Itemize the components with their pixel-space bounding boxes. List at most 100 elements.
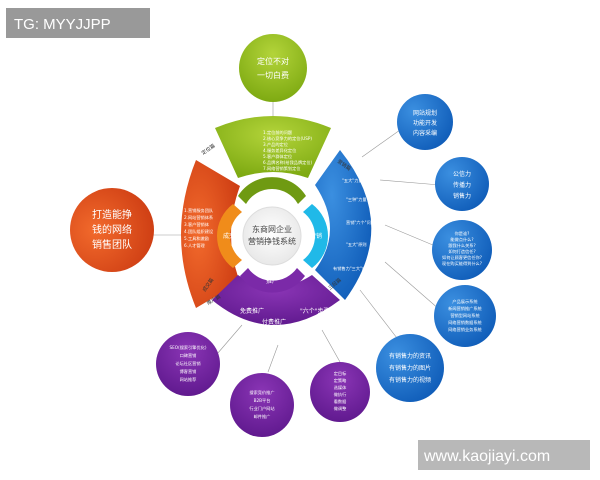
purple-bubble-3-line-5: 看数据	[334, 398, 347, 405]
ring-label-left: 成交	[223, 232, 235, 240]
center-line-1: 东商网企业	[252, 224, 292, 234]
blue-bubble-3-line-6: 现在购买能得到什么?	[442, 260, 482, 267]
blue-bubble-3-line-5: 如何让顾客更信任你?	[442, 254, 482, 261]
blue-wedge	[315, 150, 372, 300]
purple-bubble-1-line-4: 博客营销	[180, 368, 197, 375]
green-bubble	[239, 34, 307, 102]
green-bubble-line-1: 定位不对	[257, 56, 289, 66]
purple-bubble-1-line-1: SEO(搜索引擎优化)	[170, 344, 207, 351]
watermark-background	[6, 8, 150, 38]
blue-segment-3: 营销"六个"问题	[346, 219, 376, 226]
orange-section: 1.营销服务团队 2.网站营销体系 3.客户营销体 4.团队组织建设 5.工具和…	[70, 160, 240, 308]
watermark-tag: TG: MYYJJPP	[6, 8, 150, 38]
green-item-5: 5.客户群体定位	[263, 153, 292, 160]
orange-item-6: 6.人才管理	[184, 242, 206, 249]
green-item-4: 4.服务差异化定位	[263, 147, 296, 154]
blue-bubble-4-line-4: 网络营销数据系统	[448, 319, 482, 326]
blue-bubble-4-line-5: 网络营销业务系统	[448, 326, 482, 333]
blue-segment-5: 有销售力"三大"内容	[333, 265, 370, 272]
blue-bubble-5-line-1: 有销售力的资讯	[389, 352, 431, 360]
purple-segment-3: "六个"步骤	[300, 307, 330, 315]
green-item-2: 2.核心竞争力的定位(USP)	[263, 135, 312, 142]
blue-bubble-2-line-3: 销售力	[453, 192, 471, 200]
green-side-label: 定位篇	[200, 142, 216, 156]
blue-bubble-1-line-3: 内容采编	[413, 129, 437, 137]
purple-bubble-1-line-5: 网站推荐	[180, 376, 197, 383]
green-wedge	[215, 116, 331, 178]
blue-bubble-1	[397, 94, 453, 150]
purple-section: 免费推广 付费推广 "六个"步骤 推广篇 SEO(搜索引擎优化) 口碑营销 论坛…	[156, 275, 370, 437]
blue-bubble-5-line-2: 有销售力的图片	[389, 364, 431, 372]
green-item-6: 6.品牌名称(给我品牌定位)	[263, 159, 313, 166]
purple-bubble-3	[310, 362, 370, 422]
orange-item-2: 2.网站营销体系	[184, 214, 213, 221]
center-hub: 东商网企业 营销挣钱系统	[242, 206, 302, 266]
blue-segment-1: "五大"力量	[342, 177, 363, 184]
orange-bubble-line-2: 钱的网络	[92, 223, 132, 236]
orange-bubble-line-3: 销售团队	[92, 238, 132, 251]
blue-bubble-3-line-2: 能做点什么?	[450, 236, 473, 243]
url-tag: www.kaojiayi.com	[418, 440, 590, 470]
blue-bubble-5	[376, 334, 444, 402]
purple-bubble-3-line-3: 选媒体	[334, 384, 347, 391]
blue-bubble-5-line-3: 有销售力的视频	[389, 376, 431, 384]
purple-wedge	[212, 275, 340, 325]
blue-bubble-4-line-3: 营销型网站系统	[450, 312, 479, 319]
ring-label-bottom: 推广	[266, 277, 278, 285]
ring-arrow-right	[303, 204, 328, 268]
purple-bubble-3-line-4: 做执行	[334, 391, 347, 398]
blue-section: "五大"力量 "三种"力量 营销"六个"问题 "五大"原则 有销售力"三大"内容…	[315, 94, 496, 402]
orange-item-4: 4.团队组织建设	[184, 228, 214, 235]
purple-bubble-2-line-4: 邮件推广	[254, 413, 271, 420]
green-item-7: 7.网络营销策划定位	[263, 165, 301, 172]
purple-bubble-2-line-3: 行业门户网站	[249, 405, 274, 412]
ring-arrow-left	[217, 204, 242, 268]
arrow-ring: 定位 营销 推广 成交	[217, 177, 328, 293]
green-item-1: 1.定位前的问题	[263, 129, 293, 136]
purple-bubble-3-line-1: 定目标	[334, 370, 347, 377]
green-item-3: 3.产品的定位	[263, 141, 288, 148]
blue-bubble-2-line-2: 传播力	[453, 181, 471, 189]
blue-bubble-4-line-1: 产品展示系统	[452, 298, 477, 305]
orange-item-1: 1.营销服务团队	[184, 207, 214, 214]
green-section: 1.定位前的问题 2.核心竞争力的定位(USP) 3.产品的定位 4.服务差异化…	[200, 34, 331, 178]
url-background	[418, 440, 590, 470]
blue-bubble-4-line-2: 新闻营销推广系统	[448, 305, 482, 312]
blue-bubble-4	[434, 285, 496, 347]
purple-bubble-2	[230, 373, 294, 437]
blue-bubble-2-line-1: 公信力	[453, 170, 471, 178]
purple-bubble-2-line-2: B2B平台	[254, 397, 271, 404]
blue-bubble-1-line-2: 功能开发	[413, 119, 437, 127]
purple-segment-2: 付费推广	[262, 318, 286, 326]
purple-bubble-2-line-1: 搜索竞价推广	[249, 389, 274, 396]
watermark-text: TG: MYYJJPP	[14, 16, 111, 33]
center-circle	[242, 206, 302, 266]
ring-label-top: 定位	[266, 191, 278, 199]
blue-bubble-2	[435, 157, 489, 211]
purple-bubble-1	[156, 332, 220, 396]
orange-wedge	[181, 160, 240, 308]
orange-item-5: 5.工具和激励	[184, 235, 209, 242]
url-text: www.kaojiayi.com	[423, 448, 550, 465]
blue-bubble-3-line-1: 你是谁?	[455, 230, 470, 237]
blue-bubble-3	[432, 220, 492, 280]
purple-bubble-1-line-2: 口碑营销	[180, 352, 197, 359]
orange-item-3: 3.客户营销体	[184, 221, 210, 228]
ring-label-right: 营销	[310, 232, 322, 240]
ring-arrow-bottom	[240, 268, 305, 293]
blue-segment-2: "三种"力量	[346, 196, 367, 203]
orange-bubble	[70, 188, 154, 272]
orange-bubble-line-1: 打造能挣	[92, 208, 132, 221]
blue-segment-4: "五大"原则	[346, 241, 367, 248]
center-line-2: 营销挣钱系统	[248, 236, 296, 246]
purple-bubble-3-line-2: 定策略	[334, 377, 347, 384]
purple-bubble-3-line-6: 做调整	[334, 405, 347, 412]
purple-bubble-1-line-3: 论坛社区营销	[175, 360, 200, 367]
blue-bubble-1-line-1: 网站规划	[413, 109, 437, 117]
green-bubble-line-2: 一切白费	[257, 70, 289, 80]
blue-bubble-3-line-3: 跟我什么关系?	[448, 242, 475, 249]
purple-segment-1: 免费推广	[240, 307, 264, 315]
blue-bubble-3-line-4: 如何打造信任?	[448, 248, 475, 255]
